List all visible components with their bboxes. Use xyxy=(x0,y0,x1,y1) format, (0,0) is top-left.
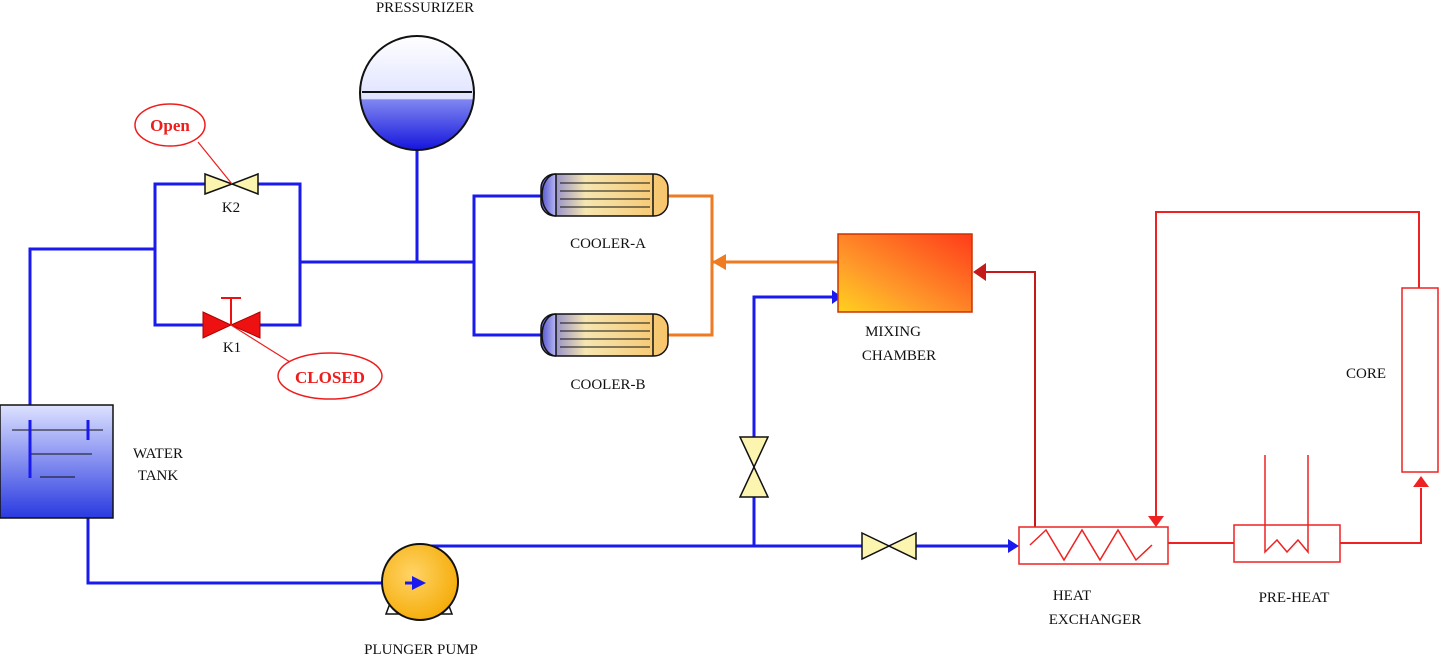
mixing-chamber xyxy=(837,233,973,313)
core-label: CORE xyxy=(1346,366,1386,382)
valve-k1-label: K1 xyxy=(223,340,241,356)
k2-status-label: Open xyxy=(150,116,190,135)
core xyxy=(1401,287,1439,473)
water-tank-label-1: WATER xyxy=(133,446,183,462)
pressurizer xyxy=(359,35,475,151)
pump-arrow-icon xyxy=(412,576,426,590)
k1-status-label: CLOSED xyxy=(295,368,365,387)
valve-vertical[interactable] xyxy=(738,436,770,498)
heat-exchanger-label-1: HEAT xyxy=(1053,588,1091,604)
flow-arrow-icon xyxy=(712,254,726,270)
heat-exchanger xyxy=(1018,526,1169,565)
valve-k1[interactable] xyxy=(202,297,261,339)
mixing-chamber-label-2: CHAMBER xyxy=(862,348,936,364)
valve-horizontal[interactable] xyxy=(861,531,917,561)
flow-arrow-icon xyxy=(973,263,986,281)
k2-status-bubble xyxy=(134,103,206,147)
cooler-a-label: COOLER-A xyxy=(570,236,646,252)
heat-exchanger-label-2: EXCHANGER xyxy=(1049,612,1142,628)
hot-piping xyxy=(983,211,1422,544)
flow-arrow-icon xyxy=(1148,516,1164,527)
water-tank-label-2: TANK xyxy=(138,468,179,484)
flow-arrow-icon xyxy=(1008,539,1019,553)
pre-heat xyxy=(1233,455,1341,563)
water-tank xyxy=(0,404,114,519)
cooler-b xyxy=(540,313,669,357)
valve-k2-label: K2 xyxy=(222,200,240,216)
cold-piping xyxy=(28,148,1010,585)
cooler-a xyxy=(540,173,669,217)
flow-arrow-icon xyxy=(1413,476,1429,487)
k1-status-bubble xyxy=(277,352,383,400)
plunger-pump-label: PLUNGER PUMP xyxy=(364,642,478,657)
valve-k2[interactable] xyxy=(204,172,259,196)
flow-arrow-icon xyxy=(832,290,842,304)
mixing-chamber-label-1: MIXING xyxy=(865,324,921,340)
pre-heat-label: PRE-HEAT xyxy=(1259,590,1330,606)
pressurizer-label: PRESSURIZER xyxy=(376,0,474,16)
warm-piping xyxy=(668,194,838,337)
cooler-b-label: COOLER-B xyxy=(571,377,646,393)
